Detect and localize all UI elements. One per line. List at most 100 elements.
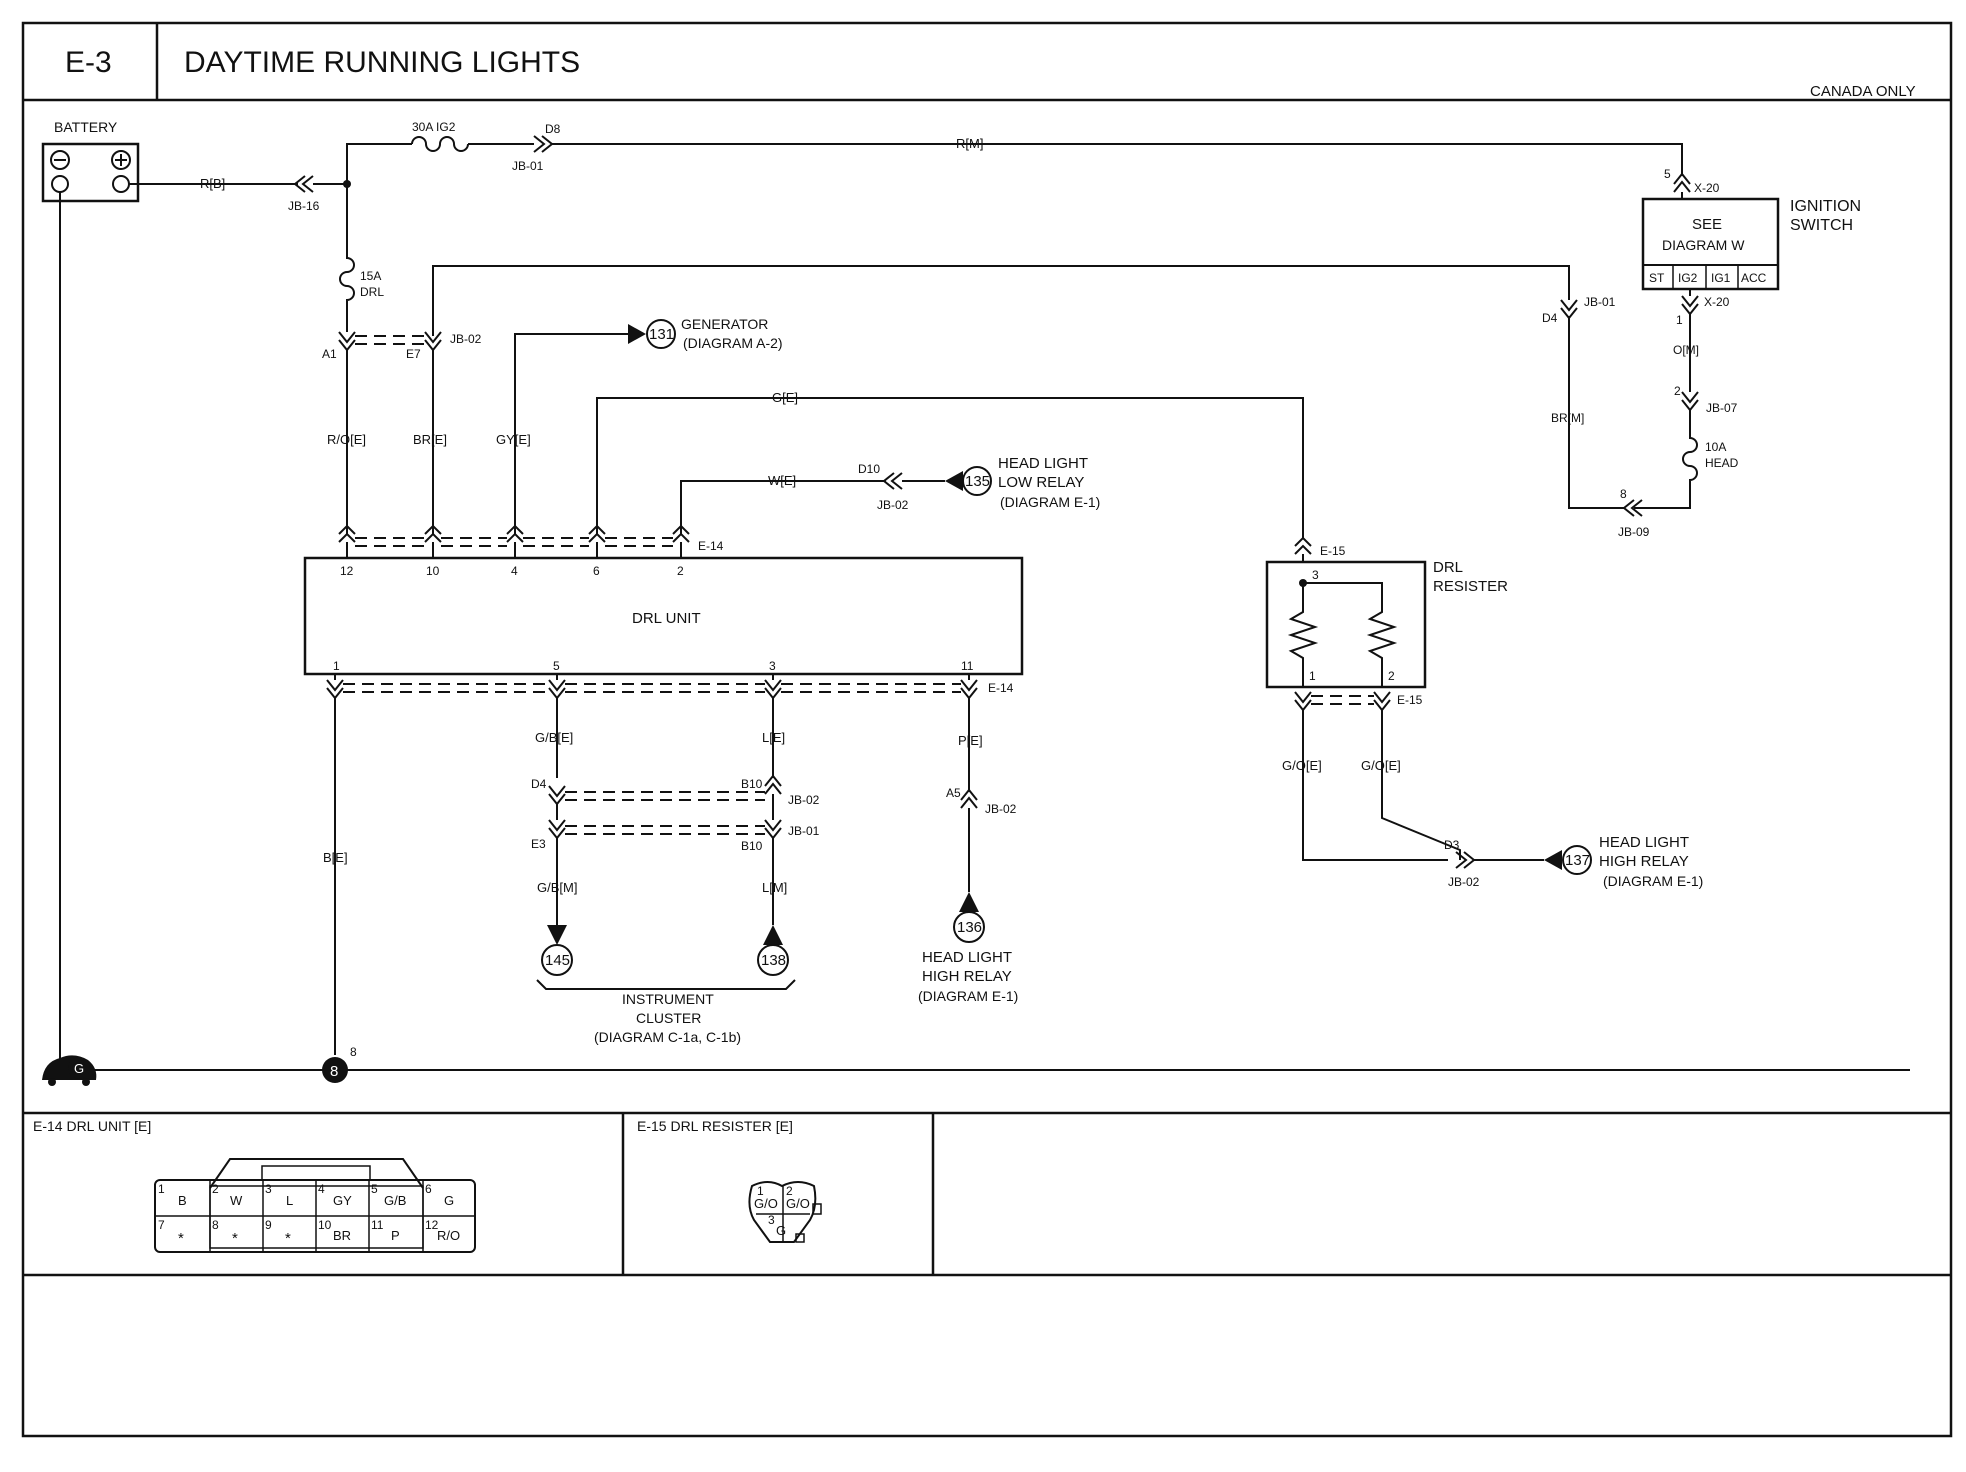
- svg-text:E-15: E-15: [1397, 693, 1423, 707]
- wire-label-g-o-e-2: G/O[E]: [1361, 758, 1401, 773]
- wire-label-b-e: B[E]: [323, 850, 348, 865]
- e14-pin-7: *: [178, 1230, 184, 1247]
- svg-text:1: 1: [757, 1184, 764, 1198]
- fuse-30a-ig2: [411, 136, 469, 152]
- svg-text:IGNITION: IGNITION: [1790, 198, 1861, 215]
- svg-text:137: 137: [1565, 852, 1590, 869]
- wire-label-g-o-e-1: G/O[E]: [1282, 758, 1322, 773]
- svg-text:(DIAGRAM A-2): (DIAGRAM A-2): [683, 335, 783, 351]
- resistor-2: [1303, 582, 1398, 687]
- e14-pin-5: G/B: [384, 1193, 406, 1208]
- connector-jb16: [293, 175, 314, 193]
- drl-resister: [1265, 560, 1427, 689]
- svg-text:D3: D3: [1444, 838, 1460, 852]
- ignition-switch: [1641, 197, 1780, 291]
- connector-d10: [882, 472, 903, 490]
- e15-connector-title: E-15 DRL RESISTER [E]: [637, 1118, 793, 1134]
- e15-pin-3: G: [776, 1223, 786, 1238]
- svg-text:SEE: SEE: [1692, 216, 1722, 233]
- svg-text:6: 6: [425, 1182, 432, 1196]
- e15-pin-1: G/O: [754, 1196, 778, 1211]
- svg-text:CLUSTER: CLUSTER: [636, 1010, 701, 1026]
- svg-text:GENERATOR: GENERATOR: [681, 316, 768, 332]
- connector-e15-top: [1294, 536, 1312, 555]
- ref-bubble-137: [1562, 845, 1592, 875]
- svg-text:X-20: X-20: [1704, 295, 1730, 309]
- svg-text:JB-02: JB-02: [877, 498, 909, 512]
- page-frame: [21, 21, 1953, 1438]
- terminal-ig2: IG2: [1678, 271, 1698, 285]
- svg-text:4: 4: [511, 564, 518, 578]
- battery-label: BATTERY: [54, 119, 118, 135]
- e14-pin-8: *: [232, 1230, 238, 1247]
- connector-x20-bottom: [1681, 295, 1699, 316]
- svg-text:(DIAGRAM E-1): (DIAGRAM E-1): [1000, 494, 1100, 510]
- svg-text:A5: A5: [946, 786, 961, 800]
- svg-text:8: 8: [1620, 487, 1627, 501]
- svg-text:2: 2: [677, 564, 684, 578]
- svg-text:RESISTER: RESISTER: [1433, 578, 1508, 595]
- wire-label-o-m: O[M]: [1673, 343, 1699, 357]
- e14-pin-11: P: [391, 1228, 400, 1243]
- svg-text:15A: 15A: [360, 269, 381, 283]
- svg-text:12: 12: [340, 564, 354, 578]
- connector-e14-bottom: [326, 674, 978, 700]
- svg-text:145: 145: [545, 952, 570, 969]
- diagram-code: E-3: [65, 46, 112, 79]
- svg-text:HIGH RELAY: HIGH RELAY: [1599, 853, 1689, 870]
- arrow-from-138: [763, 925, 783, 945]
- svg-text:A1: A1: [322, 347, 337, 361]
- svg-text:E3: E3: [531, 837, 546, 851]
- page-title: DAYTIME RUNNING LIGHTS: [184, 46, 580, 79]
- wire-r-m: [552, 143, 1683, 176]
- svg-text:JB-01: JB-01: [512, 159, 544, 173]
- connector-a5: [960, 788, 978, 809]
- wire-label-gy-e: GY[E]: [496, 432, 531, 447]
- svg-text:DIAGRAM W: DIAGRAM W: [1662, 237, 1745, 253]
- terminal-ig1: IG1: [1711, 271, 1731, 285]
- wire-br-m: [1568, 316, 1624, 509]
- svg-text:8: 8: [212, 1218, 219, 1232]
- arrow-to-145: [547, 925, 567, 945]
- svg-text:(DIAGRAM C-1a, C-1b): (DIAGRAM C-1a, C-1b): [594, 1029, 741, 1045]
- svg-text:10A: 10A: [1705, 440, 1726, 454]
- svg-text:12: 12: [425, 1218, 439, 1232]
- svg-text:JB-02: JB-02: [985, 802, 1017, 816]
- svg-text:X-20: X-20: [1694, 181, 1720, 195]
- wire-g-e: [596, 397, 1304, 538]
- ground-g-label: G: [74, 1061, 84, 1076]
- svg-text:7: 7: [158, 1218, 165, 1232]
- ground-point-8: [322, 1057, 348, 1083]
- wire-label-g-b-m: G/B[M]: [537, 880, 577, 895]
- svg-text:11: 11: [371, 1218, 384, 1232]
- svg-text:DRL: DRL: [1433, 559, 1463, 576]
- svg-text:JB-07: JB-07: [1706, 401, 1738, 415]
- svg-text:D8: D8: [545, 122, 561, 136]
- region-note: CANADA ONLY: [1810, 83, 1916, 100]
- connector-e15-bottom: [1294, 691, 1391, 712]
- svg-text:E7: E7: [406, 347, 421, 361]
- wire-label-w-e: W[E]: [768, 473, 796, 488]
- svg-text:8: 8: [350, 1045, 357, 1059]
- e14-pin-3: L: [286, 1193, 293, 1208]
- drl-unit-label: DRL UNIT: [632, 610, 701, 627]
- svg-text:JB-01: JB-01: [788, 824, 820, 838]
- svg-text:D4: D4: [1542, 311, 1558, 325]
- svg-text:JB-01: JB-01: [1584, 295, 1616, 309]
- svg-text:10: 10: [426, 564, 440, 578]
- ref-bubble-145: [541, 944, 573, 976]
- terminal-acc: ACC: [1741, 271, 1767, 285]
- svg-text:3: 3: [769, 659, 776, 673]
- svg-text:3: 3: [1312, 568, 1319, 582]
- svg-text:5: 5: [371, 1182, 378, 1196]
- ref-bubble-138: [757, 944, 789, 976]
- svg-text:136: 136: [957, 919, 982, 936]
- wire-label-r-b: R[B]: [200, 176, 225, 191]
- wire-label-g-e: G[E]: [772, 390, 798, 405]
- svg-text:DRL: DRL: [360, 285, 384, 299]
- svg-text:HEAD LIGHT: HEAD LIGHT: [922, 949, 1012, 966]
- svg-text:5: 5: [1664, 167, 1671, 181]
- svg-text:131: 131: [649, 326, 674, 343]
- e14-pin-2: W: [230, 1193, 243, 1208]
